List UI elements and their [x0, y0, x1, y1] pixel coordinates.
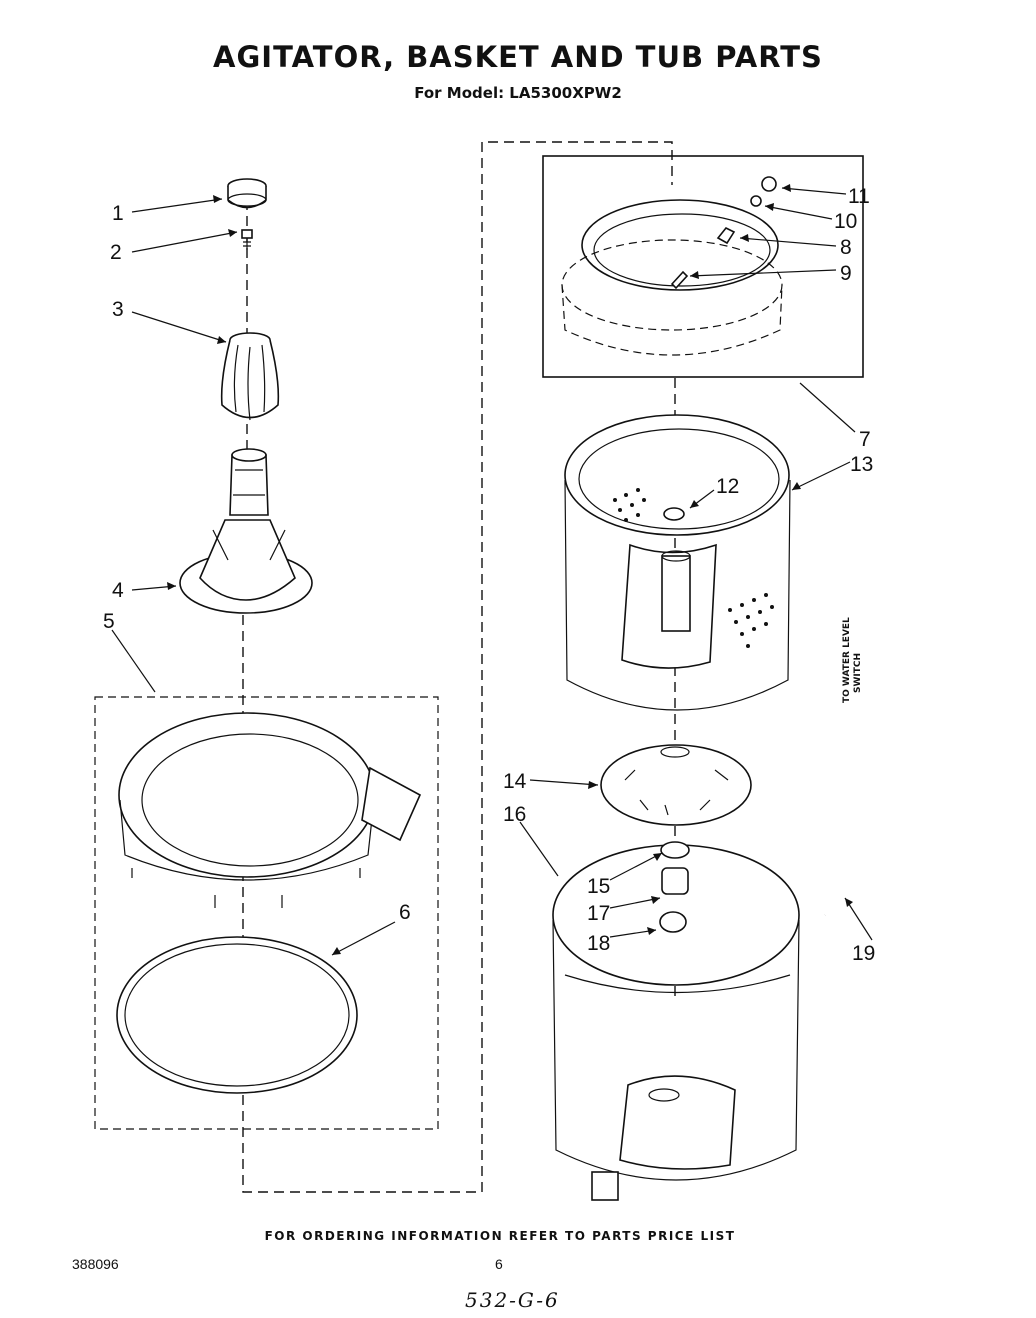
- part-13-spin-basket: [564, 414, 791, 711]
- callout-16: 16: [503, 803, 526, 826]
- callout-11: 11: [848, 185, 870, 208]
- page-number: 6: [495, 1256, 503, 1272]
- part-17-bearing: [661, 867, 689, 895]
- part-15-retainer-ring: [660, 841, 690, 859]
- page-title: AGITATOR, BASKET AND TUB PARTS: [213, 40, 823, 74]
- part-8-clip: [716, 226, 736, 245]
- water-level-switch-label: TO WATER LEVEL SWITCH: [842, 617, 863, 703]
- callout-14: 14: [503, 770, 527, 793]
- callout-7: 7: [859, 428, 871, 451]
- part-6-gasket: [116, 936, 358, 1094]
- part-14-drive-plate: [600, 744, 752, 826]
- basket-perforations: [613, 488, 774, 648]
- part-7-group-box: [542, 155, 864, 378]
- part-3-agitator-barrel: [220, 332, 280, 421]
- assembly-connector-line: [242, 141, 673, 1193]
- callout-13: 13: [850, 453, 873, 476]
- handwritten-note: 532-G-6: [465, 1288, 560, 1312]
- part-4-agitator-base: [179, 448, 313, 614]
- callout-10: 10: [834, 210, 857, 233]
- side-label-line1: TO WATER LEVEL: [842, 617, 852, 703]
- callout-labels: 1 2 3 4 5 6 7 8 9 10 11 12 13 14 16 15 1…: [103, 185, 875, 965]
- part-12-nut: [663, 507, 685, 521]
- leader-lines: [111, 184, 873, 956]
- side-label-line2: SWITCH: [853, 653, 863, 693]
- part-5-tub-ring: [118, 712, 422, 908]
- callout-15: 15: [587, 875, 610, 898]
- part-5-group-box: [94, 696, 439, 1130]
- callout-18: 18: [587, 932, 610, 955]
- callout-12: 12: [716, 475, 739, 498]
- part-18-seal: [659, 911, 687, 933]
- callout-8: 8: [840, 236, 852, 259]
- callout-2: 2: [110, 241, 122, 264]
- callout-5: 5: [103, 610, 115, 633]
- part-11-nut: [761, 176, 777, 192]
- part-2-screw: [241, 229, 253, 250]
- callout-1: 1: [112, 202, 124, 225]
- callout-3: 3: [112, 298, 124, 321]
- document-number: 388096: [72, 1256, 119, 1272]
- part-7-tub-ring-assembly: [561, 199, 783, 356]
- part-19-hose: [823, 709, 850, 916]
- part-16-outer-tub: [552, 844, 800, 1201]
- callout-9: 9: [840, 262, 852, 285]
- part-10-washer: [750, 195, 762, 207]
- part-9-pin: [670, 270, 689, 290]
- callout-19: 19: [852, 942, 875, 965]
- part-1-agitator-cap: [227, 178, 267, 209]
- callout-4: 4: [112, 579, 124, 602]
- callout-6: 6: [399, 901, 411, 924]
- model-subtitle: For Model: LA5300XPW2: [414, 84, 622, 102]
- callout-17: 17: [587, 902, 610, 925]
- ordering-note: FOR ORDERING INFORMATION REFER TO PARTS …: [264, 1229, 736, 1243]
